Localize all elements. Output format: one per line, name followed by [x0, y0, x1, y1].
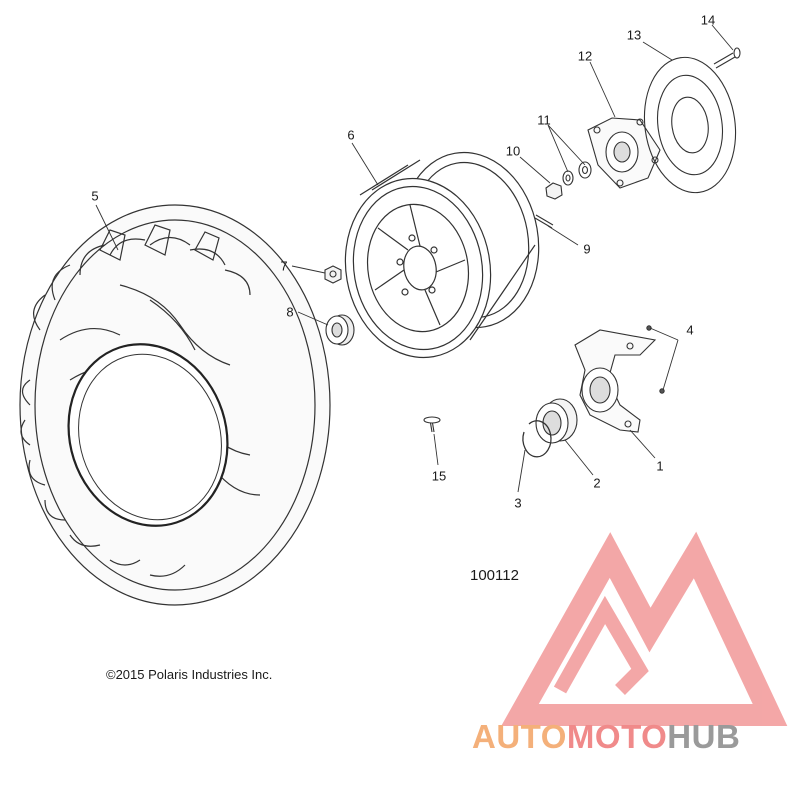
brake-disc-part [643, 56, 737, 194]
leader-7 [291, 265, 326, 274]
leader-3 [517, 449, 526, 493]
leader-14 [711, 24, 734, 51]
leader-4 [649, 327, 679, 391]
castle-nut-part [545, 182, 563, 200]
bearing-part [535, 398, 578, 444]
callout-label-6: 6 [347, 127, 355, 143]
callout-label-2: 2 [593, 475, 601, 491]
leader-9 [547, 225, 579, 246]
watermark-word-auto: AUTO [472, 718, 567, 755]
leader-15 [433, 433, 439, 466]
hub-part [587, 117, 661, 189]
callout-label-14: 14 [700, 12, 716, 28]
watermark-word-hub: HUB [667, 718, 741, 755]
leader-5 [95, 204, 119, 251]
watermark-wordmark: AUTOMOTOHUB [472, 718, 740, 756]
leader-11 [547, 124, 586, 173]
callout-label-4: 4 [686, 322, 694, 338]
callout-label-11: 11 [537, 112, 551, 128]
washers-part [562, 161, 592, 186]
pins-part [646, 325, 665, 394]
tire-part [19, 204, 331, 606]
lug-nut-part [324, 265, 342, 284]
copyright-notice: ©2015 Polaris Industries Inc. [106, 667, 273, 682]
watermark-word-moto: MOTO [566, 718, 668, 755]
wheel-rim-part [344, 151, 540, 359]
leader-12 [589, 61, 616, 118]
callout-label-7: 7 [280, 258, 288, 274]
callout-label-1: 1 [656, 458, 664, 474]
leader-2 [564, 439, 594, 476]
callout-label-9: 9 [583, 241, 591, 257]
leader-lines [95, 24, 734, 493]
callout-label-3: 3 [514, 495, 522, 511]
watermark-logo-mark [501, 531, 788, 726]
callout-label-10: 10 [505, 143, 521, 159]
seal-part [325, 314, 355, 346]
bearing-carrier-part [574, 329, 657, 433]
leader-10 [519, 156, 551, 184]
callout-label-15: 15 [431, 468, 447, 484]
callout-label-12: 12 [577, 48, 593, 64]
callout-label-8: 8 [286, 304, 294, 320]
diagram-number: 100112 [470, 567, 519, 584]
bolt-part [713, 47, 741, 69]
callout-label-5: 5 [91, 188, 99, 204]
snap-ring-part [522, 420, 552, 458]
leader-1 [629, 429, 656, 459]
cotter-pin-part [534, 214, 554, 229]
leader-13 [642, 41, 673, 61]
leader-8 [297, 311, 329, 326]
leader-6 [351, 142, 379, 186]
callout-label-13: 13 [626, 27, 642, 43]
pinch-bolt-part [423, 416, 441, 433]
